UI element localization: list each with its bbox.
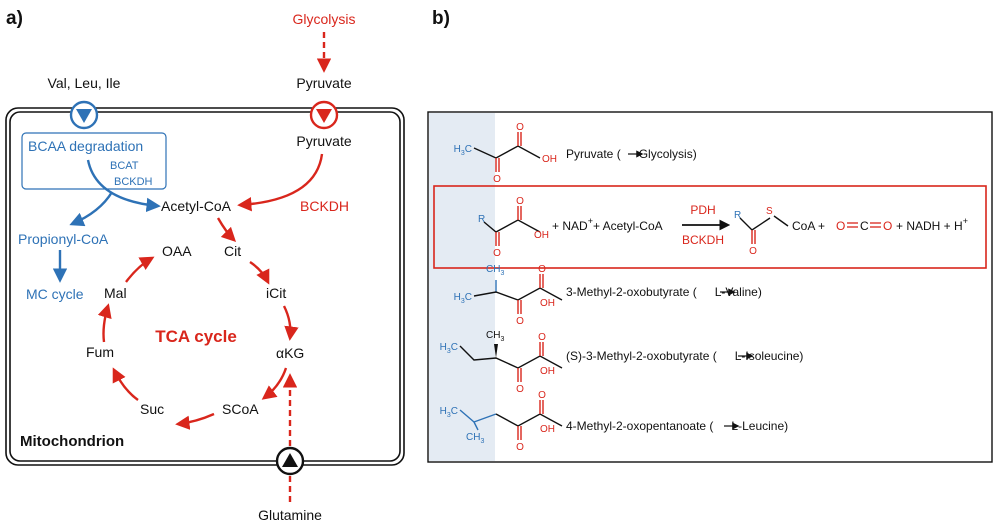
- isoleucine-precursor-name: (S)-3-Methyl-2-oxobutyrate (: [566, 349, 717, 363]
- isoleucine-row-label: (S)-3-Methyl-2-oxobutyrate (L-Isoleucine…: [566, 349, 803, 363]
- svg-text:R: R: [478, 214, 485, 225]
- panel-b-label: b): [432, 8, 450, 29]
- svg-text:O: O: [493, 174, 501, 185]
- svg-text:OH: OH: [540, 424, 555, 435]
- pyruvate-outside-label: Pyruvate: [296, 75, 351, 91]
- propionyl-coa-label: Propionyl-CoA: [18, 231, 109, 247]
- pyruvate-inside-label: Pyruvate: [296, 133, 351, 149]
- co2-structure: O C O: [836, 219, 892, 233]
- leucine-precursor-name: 4-Methyl-2-oxopentanoate (: [566, 419, 713, 433]
- svg-text:H3C: H3C: [454, 144, 472, 157]
- reaction-enzyme-bckdh: BCKDH: [682, 233, 724, 247]
- svg-text:O: O: [883, 219, 892, 233]
- panel-b-shaded-column: [429, 113, 495, 461]
- reaction-enzyme-pdh: PDH: [690, 203, 715, 217]
- tca-akg-to-scoa-arrow: [261, 367, 288, 400]
- svg-text:OH: OH: [542, 154, 557, 165]
- valine-target: L-Valine): [715, 285, 762, 299]
- svg-text:H3C: H3C: [454, 292, 472, 305]
- bcat-label: BCAT: [110, 160, 139, 172]
- bckdh-blue-label: BCKDH: [114, 176, 153, 188]
- bcaa-to-propionylcoa-arrow: [69, 191, 114, 227]
- svg-text:S: S: [766, 206, 773, 217]
- svg-text:O: O: [538, 264, 546, 275]
- svg-text:OH: OH: [540, 298, 555, 309]
- mitochondrion-outer-membrane: [5, 107, 405, 466]
- svg-text:O: O: [836, 219, 845, 233]
- reaction-nadh: + NADH + H+: [896, 216, 968, 233]
- pyruvate-name: Pyruvate (: [566, 147, 621, 161]
- methyl-oxobutyrate-structure: CH3 H3C O O OH: [454, 264, 563, 327]
- svg-text:CH3: CH3: [486, 330, 504, 343]
- svg-text:O: O: [516, 384, 524, 395]
- svg-text:O: O: [749, 246, 757, 257]
- reaction-nad: + NAD++ Acetyl-CoA: [552, 216, 663, 233]
- product-structure: R O S: [734, 206, 789, 257]
- reaction-box: [433, 185, 987, 269]
- svg-text:R: R: [734, 210, 741, 221]
- glutamine-label: Glutamine: [258, 507, 322, 523]
- tca-mal-to-oaa-arrow: [125, 256, 155, 283]
- svg-text:CH3: CH3: [466, 432, 484, 445]
- leucine-target: L-Leucine): [731, 419, 788, 433]
- pyruvate-transporter-icon: [309, 100, 339, 130]
- tca-cit-to-icit-arrow: [249, 261, 270, 285]
- tca-suc: Suc: [140, 401, 164, 417]
- svg-text:O: O: [516, 316, 524, 327]
- panel-a-label: a): [6, 8, 23, 29]
- tca-icit: iCit: [266, 285, 286, 301]
- tca-acetylcoa-to-cit-arrow: [216, 217, 237, 243]
- tca-mal: Mal: [104, 285, 127, 301]
- tca-akg: αKG: [276, 345, 304, 361]
- glycolysis-label: Glycolysis: [292, 11, 355, 27]
- bcaa-degradation-box: [21, 132, 167, 190]
- pyruvate-row-label: Pyruvate ( Glycolysis): [566, 147, 697, 161]
- panel-b-frame: [427, 111, 993, 463]
- tca-oaa: OAA: [162, 243, 192, 259]
- svg-text:CH3: CH3: [486, 264, 504, 277]
- bcaa-degradation-label: BCAA degradation: [28, 138, 143, 154]
- tca-icit-to-akg-arrow: [282, 305, 299, 341]
- glutamine-transporter-icon: [275, 446, 305, 476]
- svg-text:O: O: [516, 442, 524, 453]
- bcaa-to-acetylcoa-arrow: [86, 159, 161, 213]
- tca-fum-to-mal-arrow: [97, 303, 112, 343]
- svg-text:H3C: H3C: [440, 406, 458, 419]
- tca-fum: Fum: [86, 344, 114, 360]
- svg-text:O: O: [516, 196, 524, 207]
- pyruvate-structure: H3C O O OH: [454, 122, 557, 185]
- bcaa-input-label: Val, Leu, Ile: [48, 75, 121, 91]
- pyruvate-to-acetylcoa-arrow: [237, 153, 324, 212]
- mitochondrion-inner-membrane: [9, 111, 401, 462]
- svg-text:C: C: [860, 219, 869, 233]
- mc-cycle-label: MC cycle: [26, 286, 84, 302]
- s-methyl-oxobutyrate-structure: CH3 H3C O O OH: [440, 330, 563, 395]
- mitochondrion-label: Mitochondrion: [20, 433, 124, 450]
- tca-cycle-title: TCA cycle: [155, 327, 237, 346]
- svg-text:H3C: H3C: [440, 342, 458, 355]
- svg-text:O: O: [538, 390, 546, 401]
- svg-text:OH: OH: [540, 366, 555, 377]
- reaction-coa: CoA +: [792, 219, 825, 233]
- tca-suc-to-fum-arrow: [112, 367, 139, 401]
- tca-cit: Cit: [224, 243, 241, 259]
- svg-text:O: O: [493, 248, 501, 259]
- tca-scoa: SCoA: [222, 401, 259, 417]
- methyl-oxopentanoate-structure: H3C CH3 O O OH: [440, 390, 563, 453]
- acetyl-coa-label: Acetyl-CoA: [161, 198, 232, 214]
- svg-text:O: O: [538, 332, 546, 343]
- leucine-row-label: 4-Methyl-2-oxopentanoate ( L-Leucine): [566, 419, 788, 433]
- bcaa-transporter-icon: [69, 100, 99, 130]
- bckdh-red-label: BCKDH: [300, 198, 349, 214]
- glycolysis-target: Glycolysis): [639, 147, 697, 161]
- svg-text:OH: OH: [534, 230, 549, 241]
- valine-row-label: 3-Methyl-2-oxobutyrate ( L-Valine): [566, 285, 762, 299]
- tca-scoa-to-suc-arrow: [175, 412, 215, 430]
- substrate-structure: R O O OH: [478, 196, 549, 259]
- svg-text:O: O: [516, 122, 524, 133]
- valine-precursor-name: 3-Methyl-2-oxobutyrate (: [566, 285, 697, 299]
